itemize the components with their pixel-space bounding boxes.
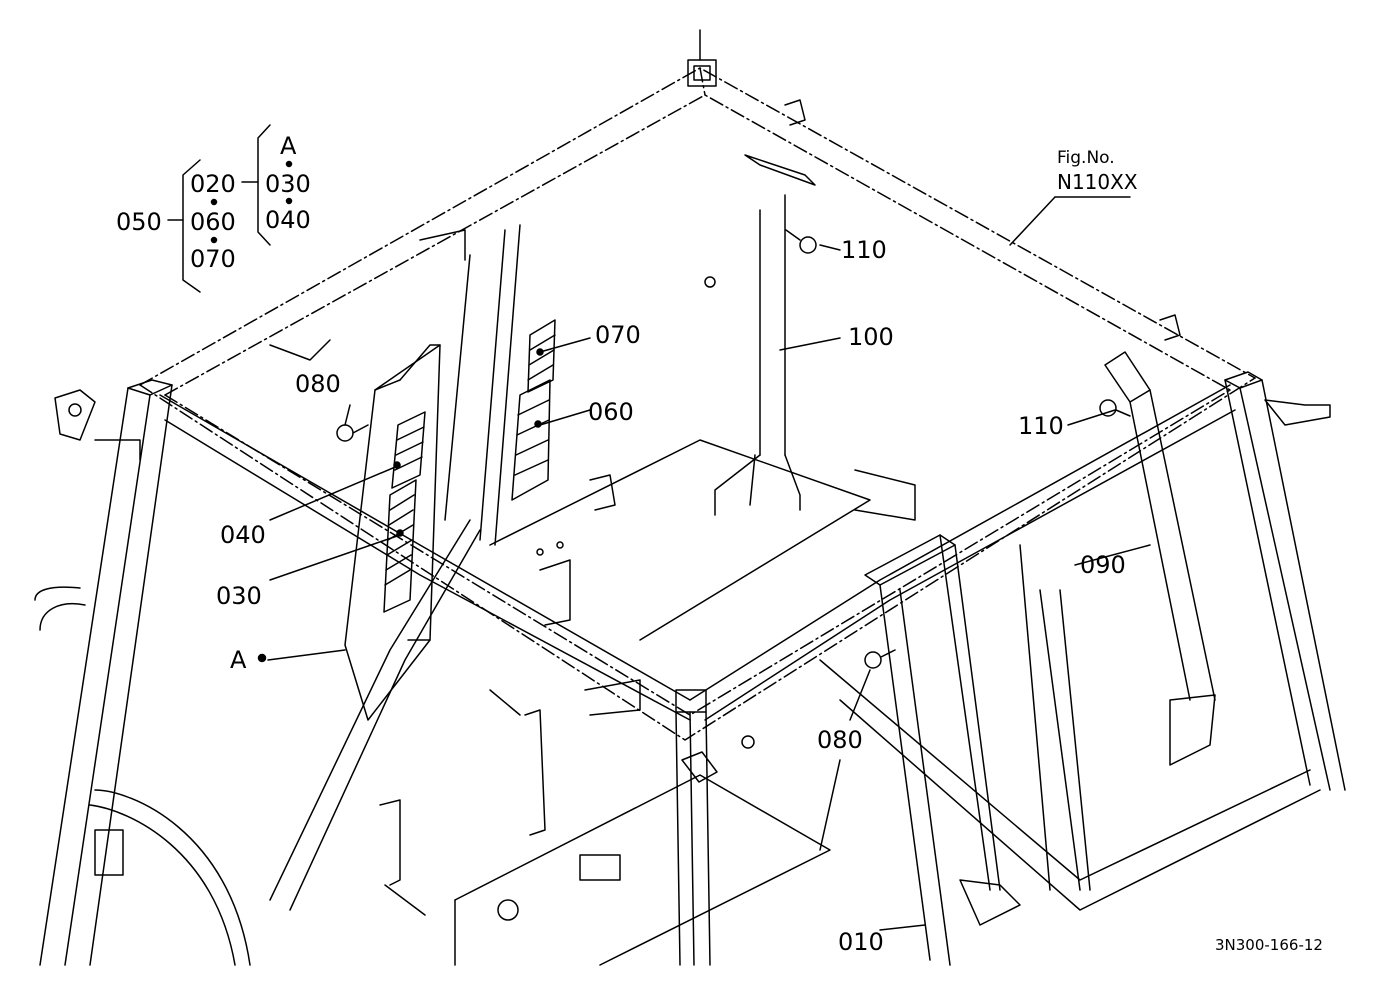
rear-lower-frame xyxy=(819,544,1321,911)
callout-110-upper: 110 xyxy=(841,236,887,264)
screw-080-upper xyxy=(336,424,369,442)
callout-040-group: 040 xyxy=(265,206,311,234)
callout-050: 050 xyxy=(116,208,162,236)
left-trim-a xyxy=(344,344,441,721)
fig-number: N110XX xyxy=(1057,170,1138,194)
callout-080-upper: 080 xyxy=(295,370,341,398)
callout-110-right: 110 xyxy=(1018,412,1064,440)
callout-010: 010 xyxy=(838,928,884,956)
screw-080-lower xyxy=(864,649,896,669)
screw-110-upper xyxy=(785,229,817,254)
leader-lines xyxy=(257,196,1151,931)
lower-structure xyxy=(454,439,871,966)
roof-corner-top xyxy=(687,29,717,87)
callout-080-lower: 080 xyxy=(817,726,863,754)
rear-trim-100 xyxy=(714,154,816,516)
right-front-pillar-010 xyxy=(864,534,1021,966)
decal-070 xyxy=(527,319,556,393)
callout-030: 030 xyxy=(216,582,262,610)
callout-a: A xyxy=(230,646,247,674)
callout-100: 100 xyxy=(848,323,894,351)
front-center-post xyxy=(675,689,718,966)
callout-070-group: 070 xyxy=(190,245,236,273)
drawing-code: 3N300-166-12 xyxy=(1215,936,1323,954)
decal-060 xyxy=(511,379,551,501)
callout-090: 090 xyxy=(1080,551,1126,579)
left-front-pillar xyxy=(39,379,173,966)
callout-040: 040 xyxy=(220,521,266,549)
left-rear-rail xyxy=(419,224,521,546)
left-door-frame xyxy=(34,519,481,966)
screw-110-right xyxy=(1099,399,1131,417)
fig-no-label: Fig.No. xyxy=(1057,148,1115,168)
right-rear-pillar xyxy=(1224,371,1346,791)
rear-trim-090 xyxy=(1104,351,1216,766)
misc-brackets xyxy=(269,99,1181,916)
front-cross-beam xyxy=(159,384,1236,721)
decal-040 xyxy=(391,411,426,489)
callout-070: 070 xyxy=(595,321,641,349)
callout-030-group: 030 xyxy=(265,170,311,198)
roof-frame xyxy=(139,67,1256,741)
callout-a-group: A xyxy=(280,132,297,160)
callout-020: 020 xyxy=(190,170,236,198)
decal-030 xyxy=(383,479,417,613)
callout-060-group: 060 xyxy=(190,208,236,236)
bracket-group-050 xyxy=(167,124,293,293)
callout-060: 060 xyxy=(588,398,634,426)
